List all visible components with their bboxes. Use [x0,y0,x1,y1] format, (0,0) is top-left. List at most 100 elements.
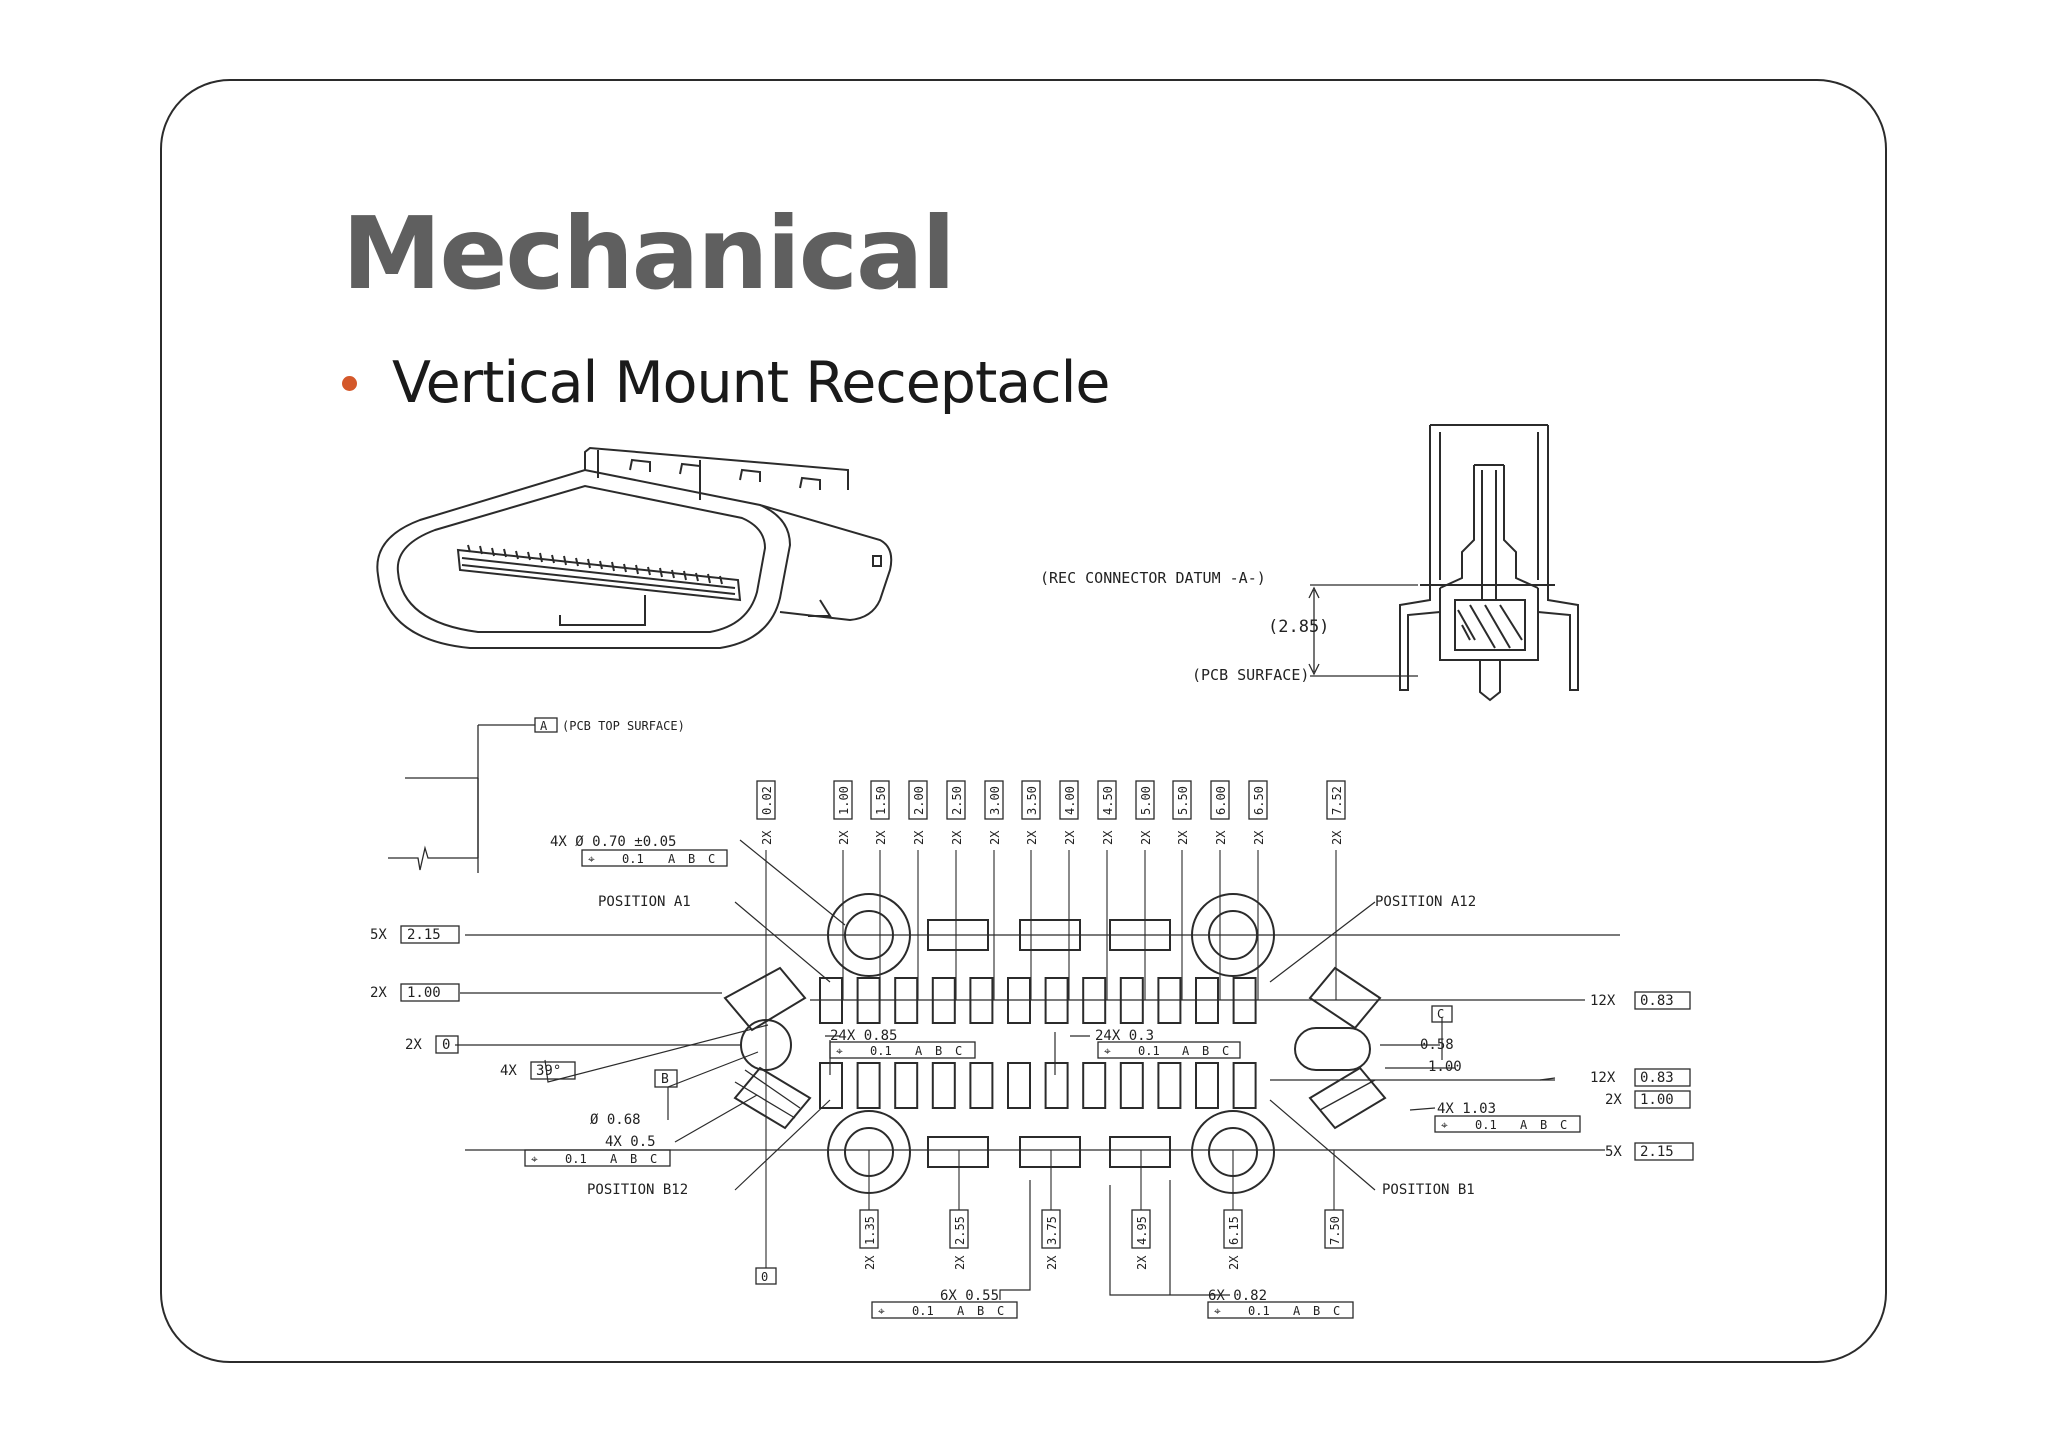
svg-text:B: B [1313,1304,1320,1318]
top-dimension-count: 2X [950,830,964,845]
svg-text:⌖: ⌖ [878,1304,885,1318]
svg-text:A: A [957,1304,965,1318]
svg-text:⌖: ⌖ [1214,1304,1221,1318]
position-b1-label: POSITION B1 [1382,1182,1475,1198]
svg-text:0.1: 0.1 [622,852,644,866]
bottom-dimension-value: 1.35 [863,1216,877,1245]
svg-text:⌖: ⌖ [1441,1118,1448,1132]
bottom-dimension-count: 2X [1045,1255,1059,1270]
pad-row-b [819,1062,1257,1109]
svg-text:⌖: ⌖ [531,1152,538,1166]
svg-text:C: C [650,1152,657,1166]
top-dimension-value: 1.50 [874,786,888,815]
top-dimension-value: 5.00 [1139,786,1153,815]
svg-text:B: B [935,1044,942,1058]
bottom-dimension: 7.50 [1324,1150,1344,1249]
right-12x-b-label: 12X [1590,1070,1616,1086]
svg-text:⌖: ⌖ [836,1044,843,1058]
top-dimension-count: 2X [1214,830,1228,845]
pad-b [1082,1062,1107,1109]
pad-b [819,1062,843,1109]
top-dimension-count: 2X [1252,830,1266,845]
left-2x-a-value: 1.00 [407,985,441,1001]
pad-b [1119,1062,1144,1109]
svg-text:C: C [1222,1044,1229,1058]
svg-text:A: A [668,852,676,866]
datum-b-label: B [661,1072,669,1087]
pad-b [931,1062,956,1109]
pad-b [1195,1062,1219,1109]
top-dimension-value: 2.50 [950,786,964,815]
svg-text:A: A [610,1152,618,1166]
datum-c-label: C [1437,1007,1444,1021]
hole-dia-label: Ø 0.68 [590,1112,641,1128]
bottom-dimension-value: 4.95 [1135,1216,1149,1245]
top-dimension-count: 2X [1101,830,1115,845]
slide-frame [160,79,1887,1363]
hole-spec-label: 4X Ø 0.70 ±0.05 [550,834,676,850]
top-dimension-value: 4.50 [1101,786,1115,815]
top-dimension-row: 0.022X1.002X1.502X2.002X2.502X3.002X3.50… [756,780,1346,1268]
side-view-drawing [1308,424,1579,702]
svg-text:C: C [1560,1118,1567,1132]
right-2x-value: 1.00 [1640,1092,1674,1108]
fcf-hole: ⌖ 0.1 A B C [581,849,728,867]
height-label: (2.85) [1268,617,1329,637]
top-dimension-value: 7.52 [1330,786,1344,815]
slide-title: Mechanical [342,195,956,312]
svg-text:A: A [1520,1118,1528,1132]
position-b12-label: POSITION B12 [587,1182,688,1198]
bot-6x-a-label: 6X 0.55 [940,1288,999,1304]
fcf-pitch-b: ⌖ 0.1 A B C [1097,1041,1241,1059]
bullet-dot-icon [342,375,357,391]
svg-text:0.1: 0.1 [870,1044,892,1058]
val-058-label: 0.58 [1420,1037,1454,1053]
left-2x-b-value: 0 [442,1037,450,1053]
pad-b [1232,1062,1257,1109]
top-dimension-value: 1.00 [837,786,851,815]
fcf-right: ⌖ 0.1 A B C [1434,1115,1581,1133]
bullet-item: Vertical Mount Receptacle [342,350,1110,416]
svg-text:A: A [1182,1044,1190,1058]
top-dimension-count: 2X [912,830,926,845]
slot-4x-label: 4X 0.5 [605,1134,656,1150]
pcb-top-surface-label: (PCB TOP SURFACE) [562,719,685,733]
receptacle-isometric-drawing [376,446,893,649]
fcf-pitch-a: ⌖ 0.1 A B C [829,1041,976,1059]
position-a1-label: POSITION A1 [598,894,691,910]
left-5x-label: 5X [370,927,387,943]
top-dimension-value: 4.00 [1063,786,1077,815]
bottom-dimension-value: 3.75 [1045,1216,1059,1245]
top-dimension-count: 2X [1176,830,1190,845]
svg-text:A: A [1293,1304,1301,1318]
svg-text:A: A [915,1044,923,1058]
pad-b [1044,1062,1069,1109]
right-2x-label: 2X [1605,1092,1622,1108]
bottom-dimension: 1.35 2X [859,1150,879,1270]
left-5x-value: 2.15 [407,927,441,943]
bottom-dimension-count: 2X [1227,1255,1241,1270]
top-dimension-value: 0.02 [760,786,774,815]
bottom-dimension: 4.95 2X [1131,1150,1151,1270]
svg-text:B: B [977,1304,984,1318]
zero-label: 0 [761,1270,768,1284]
datum-a-label: A [540,719,548,733]
top-dimension: 2.50 2X [946,780,966,1000]
left-2x-a-label: 2X [370,985,387,1001]
pitch-24x-b-label: 24X 0.3 [1095,1028,1154,1044]
svg-text:0.1: 0.1 [912,1304,934,1318]
right-4x-label: 4X 1.03 [1437,1101,1496,1117]
bottom-dimension-count: 2X [863,1255,877,1270]
bottom-dimension-count: 2X [1135,1255,1149,1270]
svg-text:C: C [708,852,715,866]
svg-text:B: B [1540,1118,1547,1132]
right-12x-a-label: 12X [1590,993,1616,1009]
